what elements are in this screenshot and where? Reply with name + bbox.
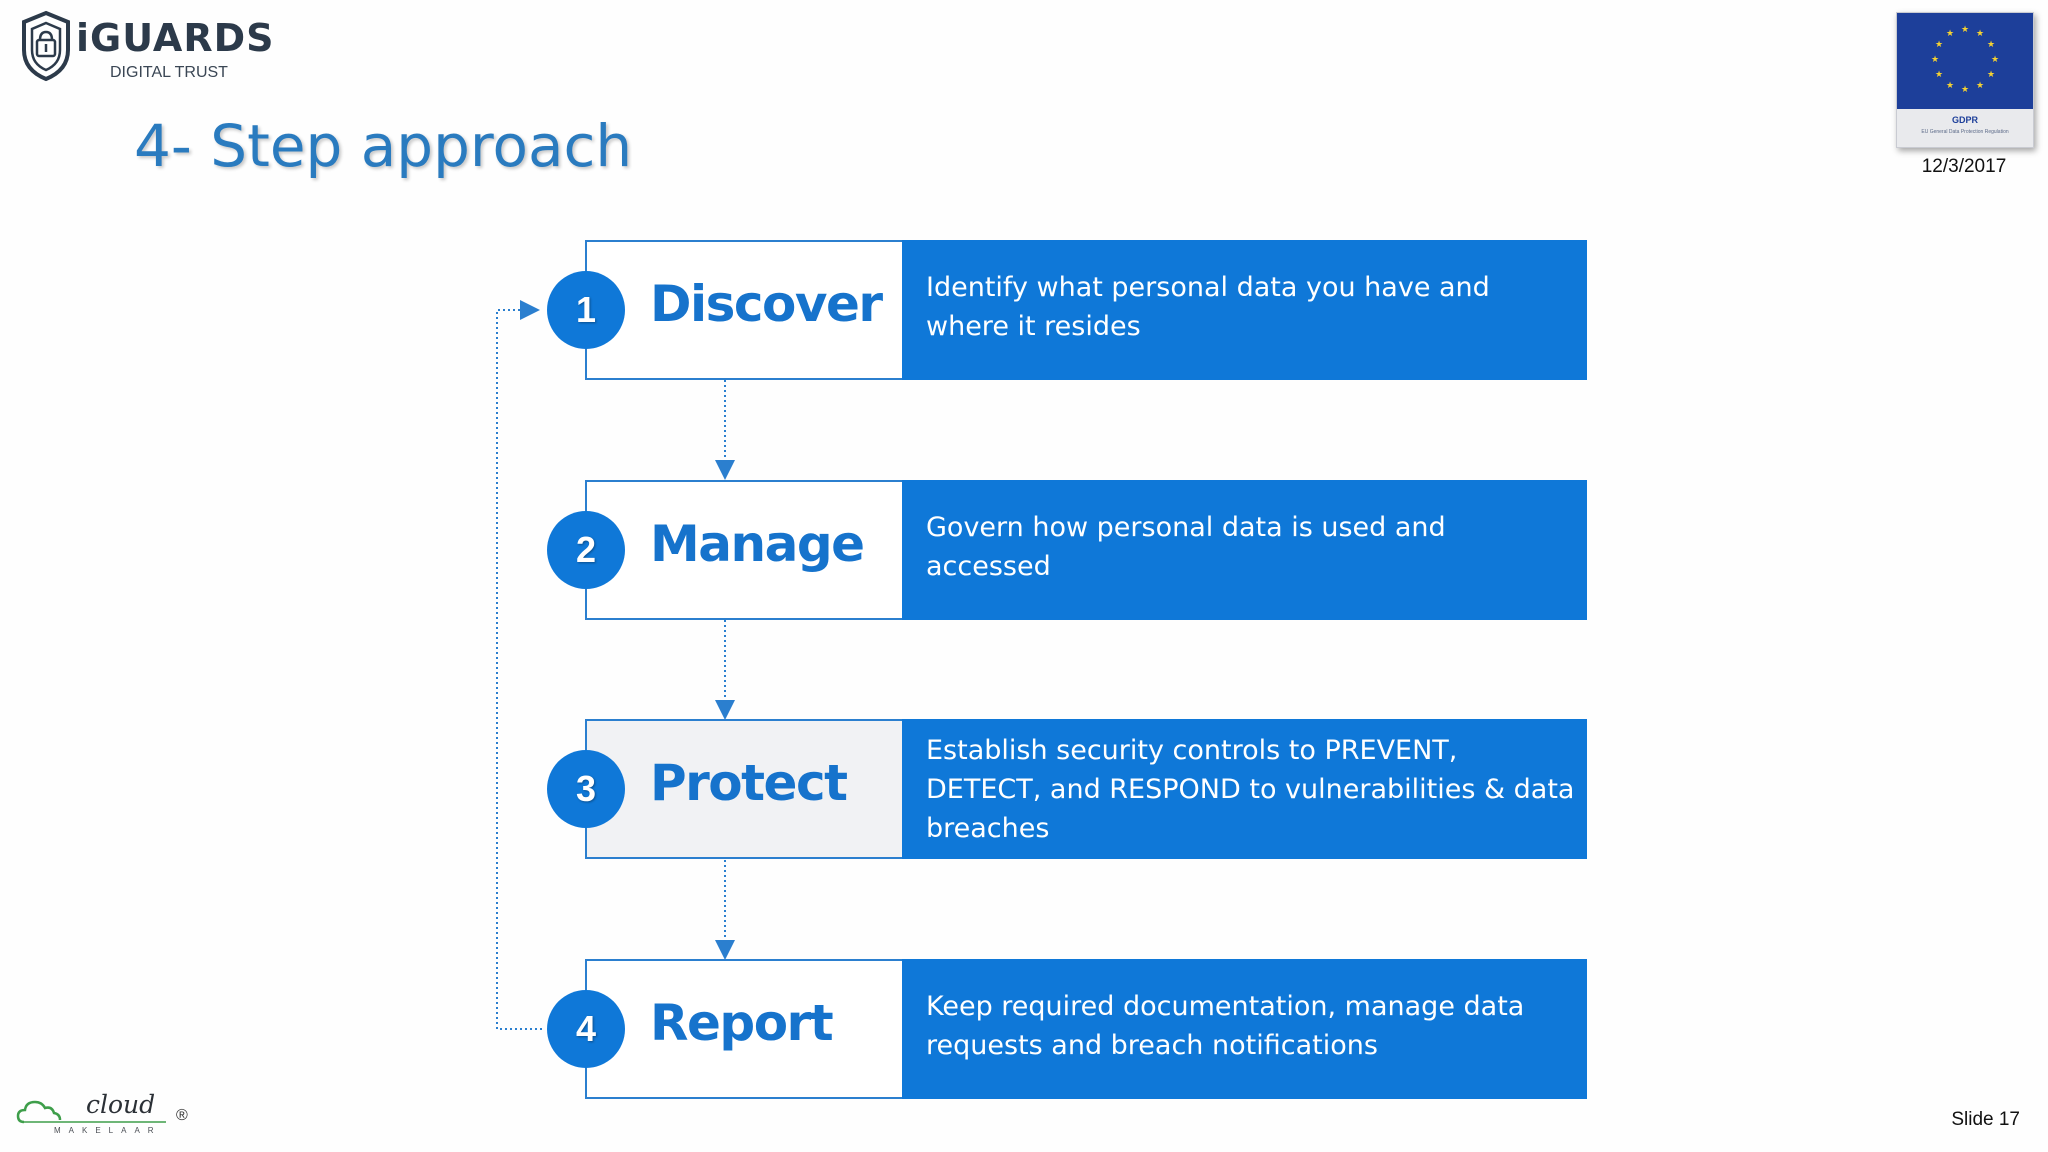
eu-star-icon: ★: [1946, 28, 1954, 38]
page-title: 4- Step approach: [134, 112, 633, 180]
feedback-loop: [496, 300, 542, 1030]
slide-number: Slide 17: [1951, 1109, 2020, 1130]
eu-star-icon: ★: [1976, 28, 1984, 38]
eu-star-icon: ★: [1987, 39, 1995, 49]
step-name: Report: [650, 994, 834, 1052]
step-discover: 1 Discover Identify what personal data y…: [547, 240, 1587, 380]
step-label-box: 2 Manage: [547, 480, 904, 620]
eu-star-icon: ★: [1935, 69, 1943, 79]
cloud-makelaar-logo: cloud MAKELAAR ®: [16, 1090, 196, 1140]
slide-date: 12/3/2017: [1921, 156, 2007, 177]
eu-stars-icon: ★★★★★★★★★★★★: [1931, 24, 1999, 94]
step-number-badge: 4: [547, 990, 625, 1068]
gdpr-plate: GDPR EU General Data Protection Regulati…: [1897, 109, 2033, 147]
step-number-badge: 3: [547, 750, 625, 828]
eu-star-icon: ★: [1991, 54, 1999, 64]
eu-star-icon: ★: [1935, 39, 1943, 49]
eu-star-icon: ★: [1987, 69, 1995, 79]
gdpr-subtitle: EU General Data Protection Regulation: [1921, 129, 2009, 135]
step-description: Govern how personal data is used and acc…: [926, 512, 1446, 582]
step-description-box: Govern how personal data is used and acc…: [902, 480, 1587, 620]
cloud-subword: MAKELAAR: [54, 1126, 162, 1135]
cloud-icon: [16, 1100, 166, 1124]
logo-tagline: DIGITAL TRUST: [110, 64, 228, 81]
shield-icon: [22, 10, 70, 82]
step-number-badge: 2: [547, 511, 625, 589]
gdpr-badge: ★★★★★★★★★★★★ GDPR EU General Data Protec…: [1896, 12, 2034, 148]
eu-star-icon: ★: [1976, 80, 1984, 90]
step-name: Protect: [650, 754, 848, 812]
eu-star-icon: ★: [1946, 80, 1954, 90]
gdpr-label: GDPR: [1951, 115, 1978, 125]
step-description: Identify what personal data you have and…: [926, 272, 1490, 342]
registered-mark: ®: [176, 1107, 188, 1124]
eu-star-icon: ★: [1961, 84, 1969, 94]
step-report: 4 Report Keep required documentation, ma…: [547, 959, 1587, 1099]
step-name: Discover: [650, 275, 883, 333]
cloud-word: cloud: [86, 1090, 156, 1119]
step-manage: 2 Manage Govern how personal data is use…: [547, 480, 1587, 620]
step-number-badge: 1: [547, 271, 625, 349]
iguards-logo: iGUARDS DIGITAL TRUST: [20, 10, 280, 85]
step-description-box: Keep required documentation, manage data…: [902, 959, 1587, 1099]
eu-star-icon: ★: [1961, 24, 1969, 34]
step-description-box: Establish security controls to PREVENT, …: [902, 719, 1587, 859]
step-description-box: Identify what personal data you have and…: [902, 240, 1587, 380]
logo-name: iGUARDS: [76, 16, 275, 60]
step-description: Keep required documentation, manage data…: [926, 991, 1525, 1061]
step-name: Manage: [650, 515, 865, 573]
step-description: Establish security controls to PREVENT, …: [926, 735, 1575, 844]
step-protect: 3 Protect Establish security controls to…: [547, 719, 1587, 859]
step-label-box: 4 Report: [547, 959, 904, 1099]
step-label-box: 3 Protect: [547, 719, 904, 859]
eu-star-icon: ★: [1931, 54, 1939, 64]
step-label-box: 1 Discover: [547, 240, 904, 380]
